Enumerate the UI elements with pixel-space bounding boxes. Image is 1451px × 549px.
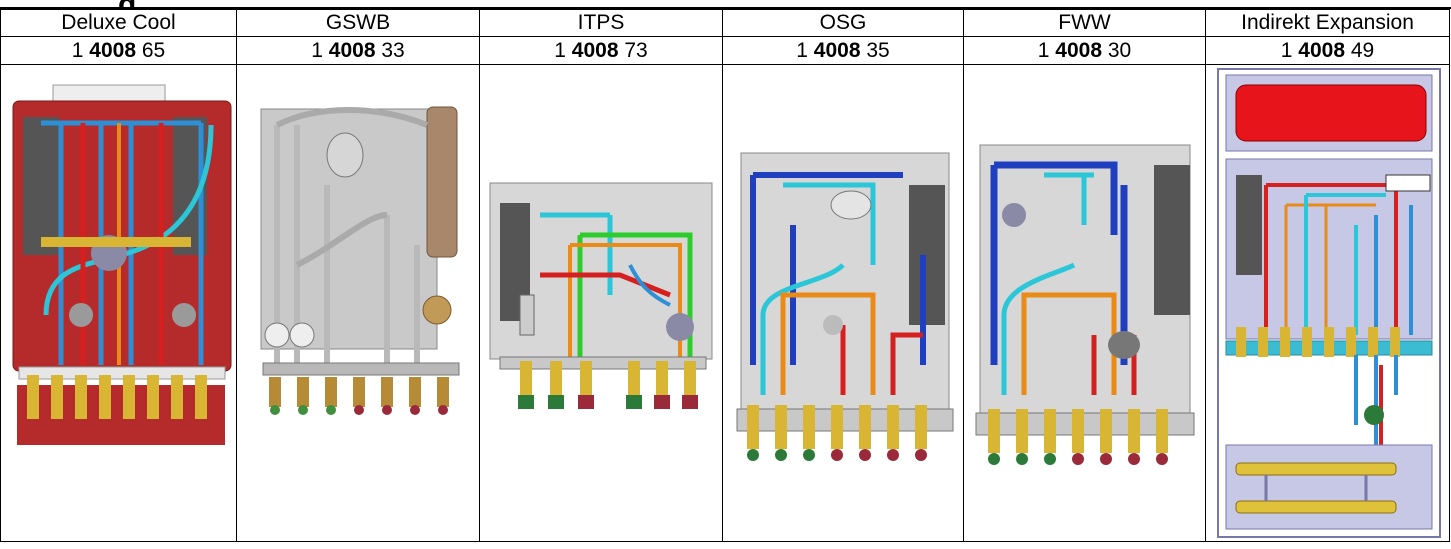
article-number: 1 4008 73 bbox=[479, 36, 723, 65]
product-image-cell bbox=[479, 64, 723, 542]
product-name-row: Deluxe Cool GSWB ITPS OSG FWW Indirekt E… bbox=[0, 9, 1450, 37]
product-name: GSWB bbox=[236, 9, 480, 37]
product-name: ITPS bbox=[479, 9, 723, 37]
article-number: 1 4008 33 bbox=[236, 36, 480, 65]
heat-station-module-brass-image bbox=[260, 106, 460, 415]
heat-station-module-grey-image bbox=[975, 144, 1195, 465]
product-name: OSG bbox=[722, 9, 964, 37]
article-number-row: 1 4008 65 1 4008 33 1 4008 73 1 4008 35 … bbox=[0, 36, 1450, 65]
product-table: Deluxe Cool GSWB ITPS OSG FWW Indirekt E… bbox=[0, 9, 1450, 542]
heat-station-module-grey-small-image bbox=[489, 182, 713, 409]
title-bar: g bbox=[0, 0, 1451, 9]
heat-station-module-red-image bbox=[12, 84, 232, 445]
product-name: FWW bbox=[963, 9, 1206, 37]
heading-rule bbox=[0, 7, 1451, 9]
article-number: 1 4008 35 bbox=[722, 36, 964, 65]
clipped-heading-fragment: g bbox=[118, 0, 136, 9]
product-image-cell bbox=[722, 64, 964, 542]
product-image-cell bbox=[0, 64, 237, 542]
heat-station-module-grey-image bbox=[736, 152, 954, 461]
product-image-row bbox=[0, 64, 1450, 542]
product-name: Indirekt Expansion bbox=[1205, 9, 1450, 37]
article-number: 1 4008 49 bbox=[1205, 36, 1450, 65]
article-number: 1 4008 65 bbox=[0, 36, 237, 65]
product-image-cell bbox=[236, 64, 480, 542]
product-name: Deluxe Cool bbox=[0, 9, 237, 37]
article-number: 1 4008 30 bbox=[963, 36, 1206, 65]
product-image-cell bbox=[1205, 64, 1450, 542]
heat-station-module-with-expansion-tank-image bbox=[1217, 68, 1441, 538]
product-image-cell bbox=[963, 64, 1206, 542]
